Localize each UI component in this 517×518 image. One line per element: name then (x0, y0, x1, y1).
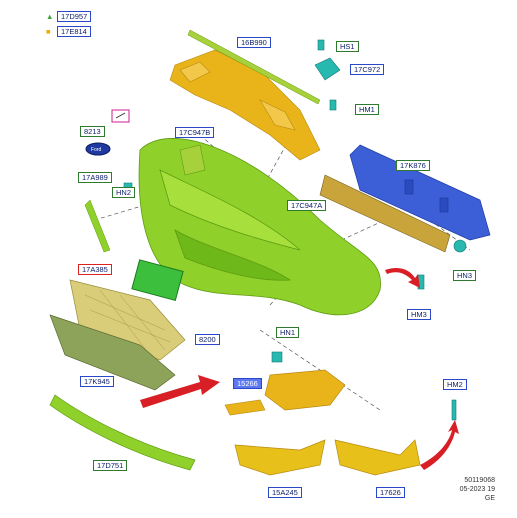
drawing-number: 50119068 (464, 477, 495, 484)
bumper-cover (138, 138, 382, 316)
grille-8200 (69, 279, 186, 361)
label-HS1[interactable]: HS1 (336, 41, 359, 52)
grille-insert-17A385 (131, 259, 184, 302)
label-17D751[interactable]: 17D751 (93, 460, 128, 471)
strip-17A989 (84, 199, 111, 253)
label-15A245[interactable]: 15A245 (268, 487, 302, 498)
legend-row-2: ■ 17E814 (46, 26, 91, 37)
trim-15266-small (224, 399, 266, 416)
label-16B990[interactable]: 16B990 (237, 37, 271, 48)
legend-code-2: 17E814 (57, 26, 91, 37)
bracket-17C947B (179, 144, 206, 176)
label-17K945[interactable]: 17K945 (80, 376, 114, 387)
emblem-script: Ford (91, 147, 102, 153)
upper-bracket-17C972 (169, 49, 321, 161)
label-17K876[interactable]: 17K876 (396, 160, 430, 171)
triangle-icon: ▲ (46, 12, 54, 21)
trim-17626 (334, 439, 421, 476)
label-17C947B[interactable]: 17C947B (175, 127, 215, 138)
legend-row-1: ▲17D957 (46, 11, 92, 22)
label-8213[interactable]: 8213 (80, 126, 105, 137)
label-HN1[interactable]: HN1 (276, 327, 300, 338)
label-15266[interactable]: 15266 (233, 378, 262, 389)
lower-grille-17K945 (49, 314, 176, 391)
legend-code-1: 17D957 (57, 11, 92, 22)
label-17626[interactable]: 17626 (376, 487, 405, 498)
drawing-reference: 50119068 05-2023 19 GE (440, 476, 495, 503)
trim-15266 (264, 369, 346, 411)
label-HN2[interactable]: HN2 (112, 187, 136, 198)
ford-emblem-8213 (85, 142, 111, 156)
drawing-region: GE (484, 495, 495, 502)
strip-16B990 (187, 29, 321, 105)
label-17A989[interactable]: 17A989 (78, 172, 112, 183)
impact-beam-17K876 (349, 144, 491, 241)
red-arrows (140, 267, 459, 470)
drawing-date: 05-2023 19 (459, 486, 495, 493)
trim-15A245 (234, 439, 326, 476)
square-icon: ■ (46, 27, 51, 36)
label-17C947A[interactable]: 17C947A (287, 200, 327, 211)
label-HM1-top[interactable]: HM1 (355, 104, 379, 115)
label-HM3[interactable]: HM3 (407, 309, 431, 320)
label-17C972[interactable]: 17C972 (350, 64, 385, 75)
absorber-17C947A (319, 174, 451, 253)
lip-17D751 (49, 394, 196, 471)
label-HN3[interactable]: HN3 (453, 270, 477, 281)
label-HM2[interactable]: HM2 (443, 379, 467, 390)
label-17A385[interactable]: 17A385 (78, 264, 112, 275)
label-8200[interactable]: 8200 (195, 334, 220, 345)
